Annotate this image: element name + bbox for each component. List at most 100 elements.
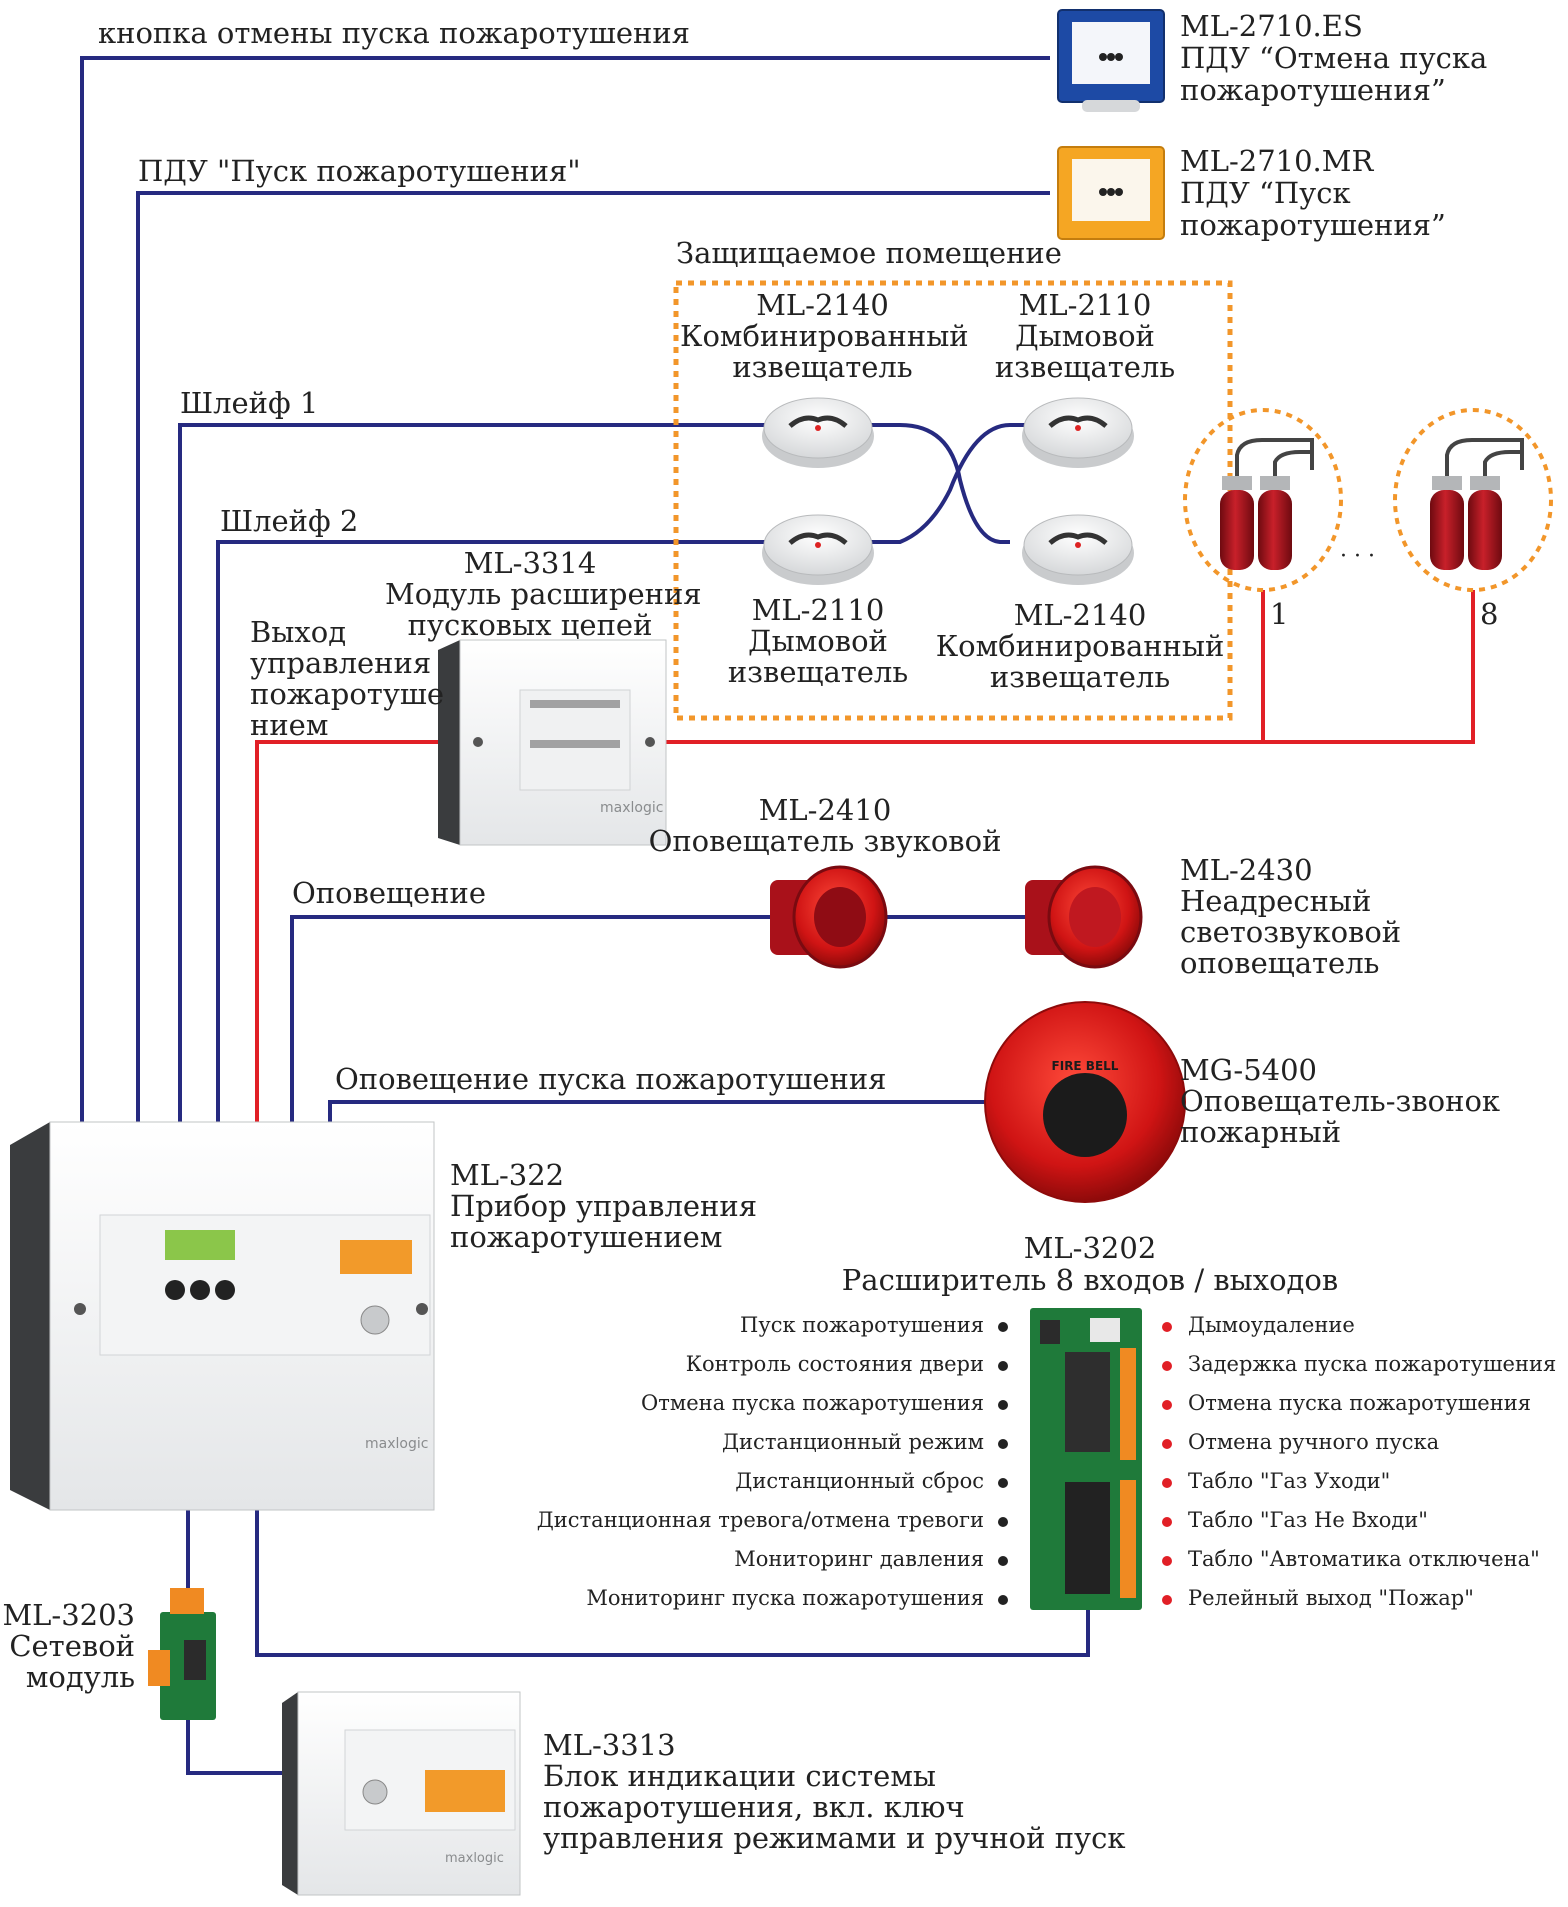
label-ml2140-bottom: ML-2140 Комбинированный извещатель (935, 600, 1225, 693)
label-loop-1: Шлейф 1 (180, 386, 319, 420)
ml3202-model: ML-3202 (1023, 1231, 1157, 1265)
ml3203-desc-1: Сетевой (9, 1629, 135, 1663)
ml3203-model: ML-3203 (2, 1598, 135, 1632)
ml322-model: ML-322 (450, 1158, 565, 1192)
label-ml2710es: ML-2710.ES ПДУ “Отмена пуска пожаротушен… (1180, 10, 1487, 106)
input-item: Дистанционная тревога/отмена тревоги (537, 1501, 1008, 1540)
input-item: Отмена пуска пожаротушения (537, 1384, 1008, 1423)
output-label: Табло "Автоматика отключена" (1188, 1547, 1540, 1571)
ml322-desc-1: Прибор управления (450, 1189, 757, 1223)
label-loop-2: Шлейф 2 (220, 504, 359, 538)
label-ml3203: ML-3203 Сетевой модуль (0, 1600, 135, 1693)
input-label: Мониторинг пуска пожаротушения (586, 1586, 984, 1610)
ml3313-desc-1: Блок индикации системы (543, 1759, 936, 1793)
label-mg5400: MG-5400 Оповещатель-звонок пожарный (1180, 1055, 1500, 1148)
output-dot (1162, 1594, 1172, 1605)
ml2140-bottom-model: ML-2140 (1013, 598, 1147, 632)
label-release-alarm-wire: Оповещение пуска пожаротушения (335, 1062, 887, 1096)
wire-loop-1 (178, 423, 768, 1130)
input-item: Мониторинг пуска пожаротушения (537, 1579, 1008, 1618)
input-label: Дистанционный режим (721, 1430, 984, 1454)
output-label: Отмена ручного пуска (1188, 1430, 1440, 1454)
ml3314-brand: maxlogic (600, 800, 663, 816)
ml3313-desc-3: управления режимами и ручной пуск (543, 1821, 1126, 1855)
output-label: Дымоудаление (1188, 1313, 1355, 1337)
output-label: Релейный выход "Пожар" (1188, 1586, 1474, 1610)
label-ml3202: ML-3202 Расширитель 8 входов / выходов (830, 1232, 1350, 1296)
control-output-line-4: нием (250, 708, 329, 742)
control-wires (255, 590, 1475, 1142)
ml2710es-desc-2: пожаротушения” (1180, 73, 1446, 107)
detector-ml2110-bottom (762, 514, 874, 585)
cylinder-group-8 (1393, 408, 1553, 592)
ml3203-board (148, 1588, 216, 1720)
detector-ml2140-bottom (1022, 514, 1134, 585)
output-dot (1162, 1555, 1172, 1566)
input-label: Пуск пожаротушения (740, 1313, 984, 1337)
output-dot (1162, 1399, 1172, 1410)
ml3314-model: ML-3314 (463, 546, 597, 580)
wire-loop-2 (216, 540, 768, 1135)
mg5400-desc-1: Оповещатель-звонок (1180, 1084, 1501, 1118)
ml3314-desc-2: пусковых цепей (407, 608, 653, 642)
input-dot (998, 1555, 1008, 1566)
ml3202-board (1030, 1308, 1142, 1610)
ml3314-desc-1: Модуль расширения (385, 577, 702, 611)
output-item: Отмена пуска пожаротушения (1162, 1384, 1556, 1423)
ml322-brand: maxlogic (365, 1436, 428, 1452)
ml2110-top-desc-1: Дымовой (1015, 319, 1155, 353)
output-item: Табло "Газ Уходи" (1162, 1462, 1556, 1501)
ml2140-bottom-desc-1: Комбинированный (935, 629, 1225, 663)
control-output-line-2: управления (250, 646, 432, 680)
wire-indicator-panel (186, 1720, 292, 1775)
abort-call-point (1057, 9, 1165, 112)
label-ml3313: ML-3313 Блок индикации системы пожаротуш… (543, 1730, 1125, 1854)
start-call-point (1057, 146, 1165, 240)
ml322-panel: maxlogic (10, 1121, 435, 1511)
label-ml2140-top: ML-2140 Комбинированный извещатель (680, 290, 969, 383)
output-label: Табло "Газ Не Входи" (1188, 1508, 1428, 1532)
input-item: Пуск пожаротушения (537, 1306, 1008, 1345)
expander-inputs: Пуск пожаротушения Контроль состояния дв… (537, 1306, 1008, 1618)
input-label: Контроль состояния двери (685, 1352, 984, 1376)
control-output-line-3: пожаротуше (250, 677, 445, 711)
output-label: Отмена пуска пожаротушения (1188, 1391, 1531, 1415)
ml2430-desc-3: оповещатель (1180, 946, 1380, 980)
label-sounder-wire: Оповещение (292, 876, 486, 910)
wire-expander (255, 1500, 1090, 1657)
output-label: Табло "Газ Уходи" (1188, 1469, 1391, 1493)
output-dot (1162, 1477, 1172, 1488)
output-dot (1162, 1438, 1172, 1449)
mg5400-model: MG-5400 (1180, 1053, 1317, 1087)
ml3314-module: maxlogic (438, 639, 667, 846)
ml3313-brand: maxlogic (445, 1851, 504, 1866)
output-dot (1162, 1516, 1172, 1527)
label-ml2110-top: ML-2110 Дымовой извещатель (985, 290, 1185, 383)
ml2140-bottom-desc-2: извещатель (989, 660, 1171, 694)
ml2710es-model: ML-2710.ES (1180, 9, 1363, 43)
label-ml2710mr: ML-2710.MR ПДУ “Пуск пожаротушения” (1180, 145, 1446, 241)
ml2110-top-desc-2: извещатель (994, 350, 1176, 384)
input-dot (998, 1594, 1008, 1605)
ml3202-desc: Расширитель 8 входов / выходов (841, 1263, 1339, 1297)
label-ml3314: ML-3314 Модуль расширения пусковых цепей (385, 546, 702, 642)
ml3203-desc-2: модуль (25, 1660, 135, 1694)
output-item: Задержка пуска пожаротушения (1162, 1345, 1556, 1384)
sounder-ml2410 (770, 865, 888, 969)
ml2410-desc: Оповещатель звуковой (648, 824, 1002, 858)
ml2710es-desc-1: ПДУ “Отмена пуска (1180, 41, 1488, 75)
ml2110-top-model: ML-2110 (1018, 288, 1152, 322)
loop-crossover-1 (866, 423, 1010, 544)
output-item: Релейный выход "Пожар" (1162, 1579, 1556, 1618)
input-label: Мониторинг давления (734, 1547, 984, 1571)
output-item: Отмена ручного пуска (1162, 1423, 1556, 1462)
expander-outputs: Дымоудаление Задержка пуска пожаротушени… (1162, 1306, 1556, 1618)
wire-abort-button (80, 56, 1050, 1122)
wire-control-output (255, 740, 442, 1142)
input-item: Контроль состояния двери (537, 1345, 1008, 1384)
ml3313-panel: maxlogic (282, 1691, 521, 1896)
label-cylinder-1: 1 (1270, 597, 1289, 631)
detector-ml2140-top (762, 397, 874, 468)
ml2410-model: ML-2410 (758, 793, 892, 827)
